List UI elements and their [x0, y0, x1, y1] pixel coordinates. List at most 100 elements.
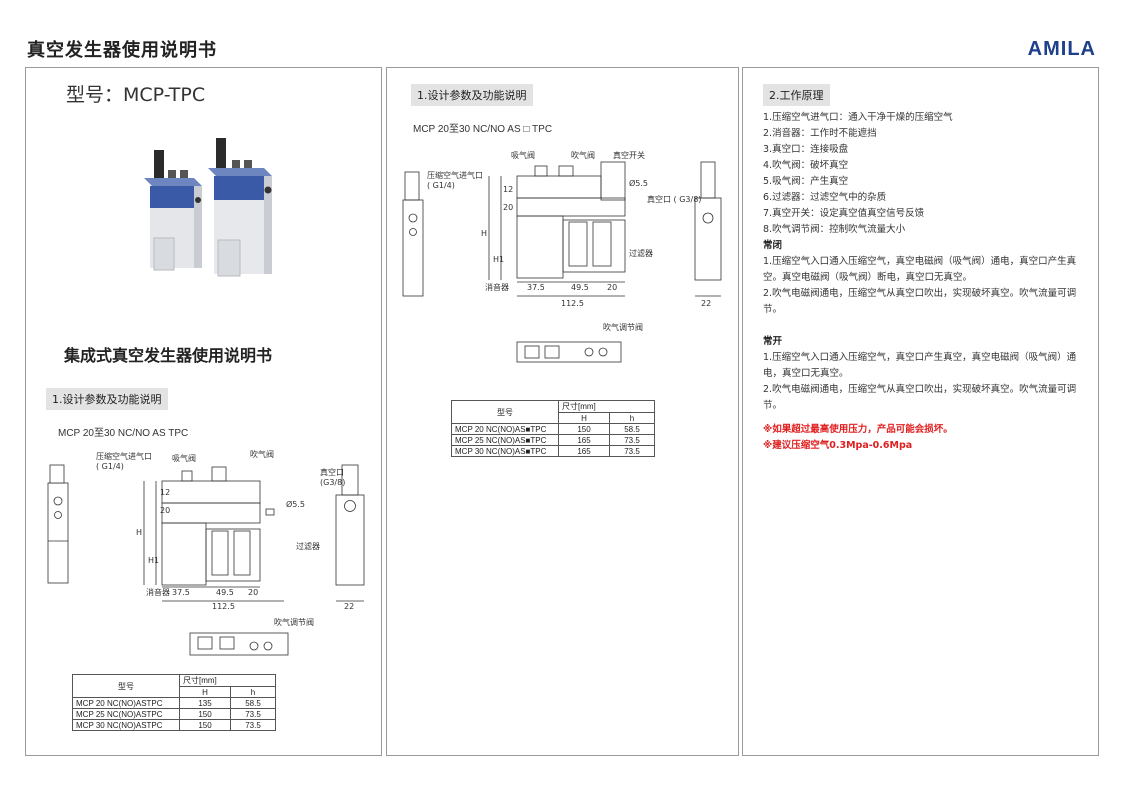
- table-row: MCP 30 NC(NO)AS■TPC 165 73.5: [451, 445, 655, 457]
- label-muffler: 消音器: [146, 587, 170, 597]
- table-header-size: 尺寸[mm]: [558, 400, 655, 413]
- table-row: MCP 25 NC(NO)AS■TPC 165 73.5: [451, 434, 655, 446]
- table-header-h: h: [230, 686, 276, 698]
- label-vacuum-thread: (G3/8): [320, 478, 345, 487]
- table-row: MCP 20 NC(NO)AS■TPC 150 58.5: [451, 423, 655, 435]
- table-cell-model: MCP 25 NC(NO)AS■TPC: [451, 434, 559, 446]
- model-title: 型号：MCP-TPC: [66, 84, 206, 106]
- table-cell-h: 58.5: [230, 697, 276, 709]
- table-header-h: h: [609, 412, 655, 424]
- dim-112-5: 112.5: [212, 602, 235, 611]
- section-title: 2.工作原理: [763, 84, 830, 106]
- no-paragraph-2: 2.吹气电磁阀通电，压缩空气从真空口吹出，实现破坏真空。吹气流量可调节。: [763, 384, 1077, 411]
- middle-side-view: [402, 171, 424, 297]
- left-bottom-view: [189, 632, 289, 656]
- middle-right-view: [694, 161, 722, 297]
- left-right-view: [335, 464, 365, 602]
- no-paragraph-1: 1.压缩空气入口通入压缩空气，真空口产生真空，真空电磁阀（吸气阀）通电，真空口无…: [763, 352, 1077, 379]
- dim-20: 20: [160, 506, 170, 515]
- table-cell-model: MCP 30 NC(NO)AS■TPC: [451, 445, 559, 457]
- middle-bottom-view: [516, 341, 622, 363]
- left-dimension-table: 型号 尺寸[mm] H h MCP 20 NC(NO)ASTPC 135 58.…: [72, 674, 276, 731]
- label-blow-adjust: 吹气调节阀: [603, 322, 643, 332]
- nc-paragraph-2: 2.吹气电磁阀通电，压缩空气从真空口吹出，实现破坏真空。吹气流量可调节。: [763, 288, 1077, 315]
- table-cell-h: 58.5: [609, 423, 655, 435]
- dim-H1: H1: [493, 255, 504, 264]
- table-cell-h: 73.5: [230, 708, 276, 720]
- product-unit-2: [208, 138, 272, 277]
- model-line: MCP 20至30 NC/NO AS □ TPC: [413, 124, 553, 135]
- table-cell-h: 73.5: [609, 434, 655, 446]
- table-cell-H: 165: [558, 434, 610, 446]
- dim-H: H: [136, 528, 142, 537]
- brand-logo: AMILA: [1027, 38, 1096, 60]
- label-vacuum-switch: 真空开关: [613, 150, 645, 160]
- table-cell-h: 73.5: [230, 719, 276, 731]
- warning-recommend: ※建议压缩空气0.3Mpa-0.6Mpa: [763, 440, 913, 451]
- table-cell-h: 73.5: [609, 445, 655, 457]
- middle-front-view: [488, 161, 626, 297]
- page-title: 真空发生器使用说明书: [27, 40, 217, 61]
- table-header-size: 尺寸[mm]: [179, 674, 276, 687]
- middle-dimension-table: 型号 尺寸[mm] H h MCP 20 NC(NO)AS■TPC 150 58…: [451, 400, 655, 457]
- table-header-H: H: [179, 686, 231, 698]
- list-item: 6.过滤器：过滤空气中的杂质: [763, 192, 887, 203]
- product-photo: [144, 138, 272, 277]
- list-item: 2.消音器：工作时不能遮挡: [763, 128, 877, 139]
- dim-49-5: 49.5: [216, 588, 234, 597]
- table-cell-H: 135: [179, 697, 231, 709]
- list-item: 5.吸气阀：产生真空: [763, 176, 849, 187]
- table-header-H: H: [558, 412, 610, 424]
- label-muffler: 消音器: [485, 282, 509, 292]
- table-cell-H: 165: [558, 445, 610, 457]
- label-filter: 过滤器: [296, 541, 320, 551]
- list-item: 3.真空口：连接吸盘: [763, 144, 849, 155]
- table-row: MCP 25 NC(NO)ASTPC 150 73.5: [72, 708, 276, 720]
- model-line: MCP 20至30 NC/NO AS TPC: [58, 428, 189, 439]
- middle-tech-drawing: 吸气阀 吹气阀 真空开关 压缩空气进气口 ( G1/4) 真空口 ( G3/8)…: [402, 150, 722, 363]
- left-panel: 型号：MCP-TPC 集成式真空发生器使用说明书 1.设计参数及: [25, 67, 382, 756]
- label-inlet-thread: ( G1/4): [427, 181, 455, 190]
- table-cell-model: MCP 20 NC(NO)ASTPC: [72, 697, 180, 709]
- dim-H: H: [481, 229, 487, 238]
- dim-37-5: 37.5: [172, 588, 190, 597]
- label-air-inlet: 压缩空气进气口: [96, 451, 152, 461]
- dim-37-5: 37.5: [527, 283, 545, 292]
- dim-112-5: 112.5: [561, 299, 584, 308]
- nc-title: 常闭: [763, 240, 783, 251]
- table-cell-H: 150: [179, 708, 231, 720]
- right-panel: 2.工作原理 1.压缩空气进气口：通入干净干燥的压缩空气 2.消音器：工作时不能…: [742, 67, 1099, 756]
- table-header-model: 型号: [72, 674, 180, 698]
- table-cell-model: MCP 25 NC(NO)ASTPC: [72, 708, 180, 720]
- dim-12: 12: [160, 488, 170, 497]
- left-tech-drawing: 吸气阀 吹气阀 压缩空气进气口 ( G1/4) 真空口 (G3/8) 过滤器 消…: [47, 449, 365, 656]
- section-title: 1.设计参数及功能说明: [46, 388, 168, 410]
- label-vacuum-port: 真空口: [320, 467, 344, 477]
- table-row: MCP 20 NC(NO)ASTPC 135 58.5: [72, 697, 276, 709]
- label-blow-adjust: 吹气调节阀: [274, 617, 314, 627]
- warning-pressure: ※如果超过最高使用压力，产品可能会损坏。: [763, 424, 953, 435]
- label-blow-valve: 吹气阀: [571, 150, 595, 160]
- dim-49-5: 49.5: [571, 283, 589, 292]
- label-suction-valve: 吸气阀: [172, 453, 196, 463]
- table-header-model: 型号: [451, 400, 559, 424]
- left-side-view: [47, 464, 69, 584]
- label-blow-valve: 吹气阀: [250, 449, 274, 459]
- section-title: 1.设计参数及功能说明: [411, 84, 533, 106]
- dim-20-width: 20: [607, 283, 617, 292]
- table-cell-H: 150: [558, 423, 610, 435]
- middle-panel: 1.设计参数及功能说明 MCP 20至30 NC/NO AS □ TPC: [386, 67, 739, 756]
- dim-22: 22: [701, 299, 711, 308]
- left-front-view: [143, 466, 284, 602]
- dim-dia: Ø5.5: [629, 178, 648, 188]
- product-unit-1: [144, 150, 202, 271]
- no-title: 常开: [763, 336, 783, 347]
- list-item: 4.吹气阀：破坏真空: [763, 160, 849, 171]
- label-air-inlet: 压缩空气进气口: [427, 170, 483, 180]
- dim-20: 20: [503, 203, 513, 212]
- dim-dia: Ø5.5: [286, 499, 305, 509]
- dim-20-width: 20: [248, 588, 258, 597]
- label-vacuum-port: 真空口 ( G3/8): [647, 194, 701, 204]
- list-item: 1.压缩空气进气口：通入干净干燥的压缩空气: [763, 112, 953, 123]
- label-inlet-thread: ( G1/4): [96, 462, 124, 471]
